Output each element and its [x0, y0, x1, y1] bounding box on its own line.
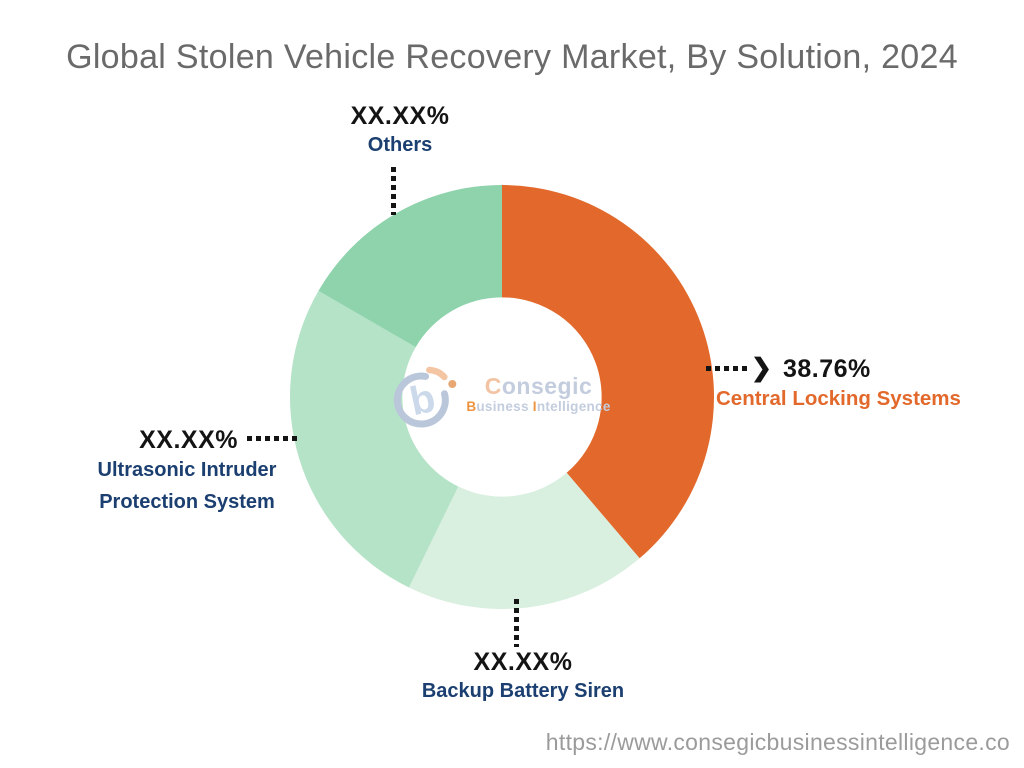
label-backup-battery: XX.XX% Backup Battery Siren — [422, 648, 624, 703]
others-name: Others — [367, 134, 433, 156]
leader-line-ultrasonic — [247, 436, 297, 441]
ultrasonic-value: XX.XX% — [139, 426, 238, 454]
brand-initial: C — [484, 373, 502, 400]
consegic-logo-icon: b — [393, 366, 457, 428]
arrow-right-icon: ❯ — [751, 354, 772, 382]
central-locking-value: 38.76% — [783, 355, 871, 383]
chart-title: Global Stolen Vehicle Recovery Market, B… — [66, 38, 958, 76]
donut-chart — [287, 182, 717, 612]
leader-line-backup-battery — [514, 599, 519, 647]
donut-svg — [290, 185, 714, 609]
brand-name: Consegic — [466, 374, 610, 398]
ultrasonic-name-line2: Protection System — [99, 491, 275, 513]
subtitle-ntelligence: ntelligence — [536, 398, 611, 414]
subtitle-b: B — [466, 398, 477, 414]
label-others: XX.XX% Others — [351, 102, 450, 157]
ultrasonic-name: Ultrasonic Intruder Protection System — [98, 454, 277, 518]
brand-rest: onsegic — [501, 373, 593, 400]
subtitle-usiness: usiness — [476, 398, 529, 414]
donut-segment-backup-battery-siren[interactable] — [408, 472, 640, 609]
svg-text:b: b — [406, 376, 439, 424]
backup-battery-name: Backup Battery Siren — [421, 680, 625, 702]
donut-segment-others[interactable] — [318, 185, 502, 348]
leader-line-central-locking — [706, 366, 751, 371]
subtitle-i: I — [532, 398, 537, 414]
donut-segment-central-locking-systems[interactable] — [502, 185, 714, 559]
others-value: XX.XX% — [350, 102, 450, 130]
donut-segment-ultrasonic-intruder-protection-system[interactable] — [290, 290, 459, 588]
leader-line-others — [391, 167, 396, 215]
central-locking-name: Central Locking Systems — [716, 387, 961, 410]
backup-battery-value: XX.XX% — [473, 648, 573, 676]
source-url[interactable]: https://www.consegicbusinessintelligence… — [545, 729, 1010, 755]
ultrasonic-name-line1: Ultrasonic Intruder — [97, 459, 277, 481]
